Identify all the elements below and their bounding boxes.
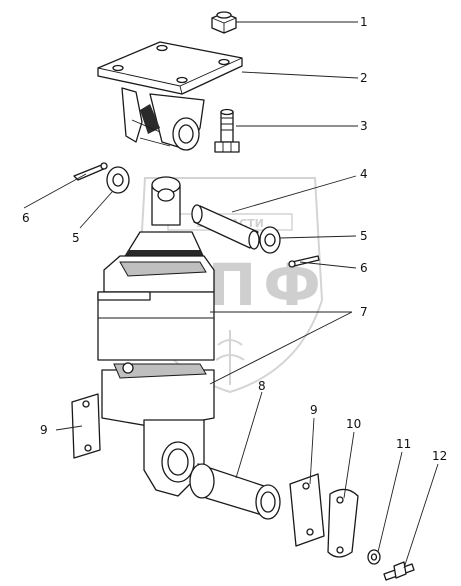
- callout-3: 3: [360, 119, 368, 133]
- callout-11: 11: [396, 437, 411, 451]
- callout-10: 10: [346, 417, 361, 431]
- callout-4: 4: [360, 167, 368, 181]
- callout-5-left: 5: [72, 231, 80, 245]
- part-6-cotter-pin-right: [288, 255, 320, 268]
- cylinder-body: [97, 176, 215, 497]
- part-2-mounting-bracket: [97, 41, 243, 151]
- callout-labels: 1 2 3 4 5 5 6 6 7 8 9 9 10 11 12: [22, 15, 447, 463]
- callout-1: 1: [360, 15, 368, 29]
- part-8-sleeve: [189, 463, 281, 520]
- part-1-nut: [211, 11, 237, 34]
- callout-9-left: 9: [40, 423, 48, 437]
- part-5-washer-left: [106, 166, 130, 194]
- callout-8: 8: [258, 379, 266, 393]
- part-9-plate-right: [289, 473, 325, 547]
- leader-lines: [23, 21, 439, 569]
- callout-6-right: 6: [360, 261, 368, 275]
- callout-5-right: 5: [360, 229, 368, 243]
- part-3-bolt: [214, 108, 240, 153]
- part-9-plate-left: [71, 393, 101, 459]
- callout-2: 2: [360, 71, 368, 85]
- part-4-pin: [191, 204, 260, 250]
- callout-7: 7: [360, 305, 368, 319]
- callout-6-left: 6: [22, 211, 30, 225]
- callout-9-right: 9: [310, 403, 318, 417]
- part-11-washer: [367, 549, 381, 565]
- callout-12: 12: [432, 449, 447, 463]
- part-5-washer-right: [259, 226, 281, 254]
- part-10-lock-plate: [327, 488, 359, 558]
- watermark-letter-2: П: [208, 251, 257, 319]
- part-12-bolt: [383, 561, 415, 581]
